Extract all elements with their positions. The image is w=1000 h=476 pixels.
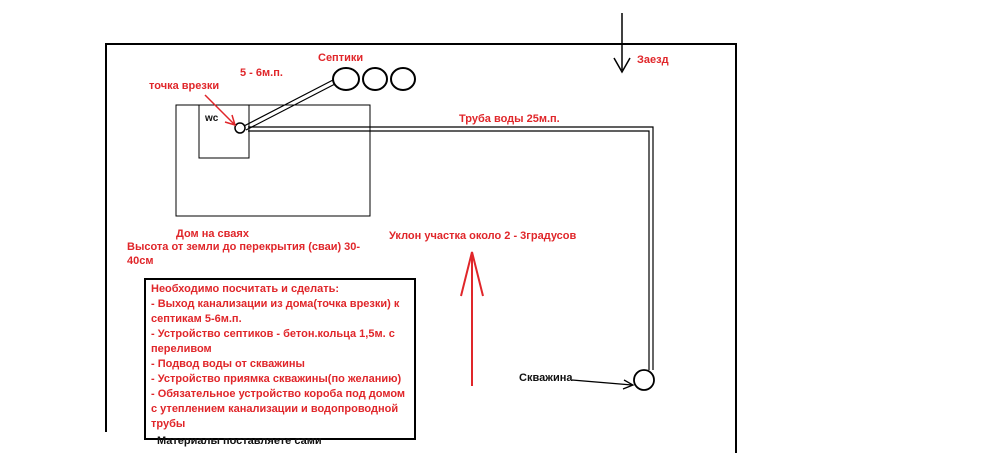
septic-length-label: 5 - 6м.п.	[240, 67, 283, 79]
well-label: Скважина	[519, 372, 573, 384]
house-outline	[175, 104, 371, 217]
requirements-box: Необходимо посчитать и сделать: - Выход …	[144, 278, 416, 447]
wc-label: wc	[205, 113, 219, 124]
tie-in-point-marker	[234, 122, 246, 134]
sewer-pipe-inner	[245, 83, 336, 131]
slope-label: Уклон участка около 2 - 3градусов	[389, 230, 577, 242]
entrance-arrowhead	[613, 57, 631, 74]
water-pipe-inner	[248, 130, 650, 370]
septic-tank-3	[390, 67, 416, 91]
tie-in-point-label: точка врезки	[149, 80, 220, 92]
requirement-item: - Обязательное устройство короба под дом…	[151, 388, 406, 430]
septic-tank-1	[332, 67, 360, 91]
entrance-label: Заезд	[637, 54, 669, 66]
requirement-item: - Устройство приямка скважины(по желанию…	[151, 373, 402, 385]
requirements-title: Необходимо посчитать и сделать:	[151, 283, 340, 295]
tie-in-pointer	[204, 94, 235, 125]
slope-arrowhead	[460, 251, 484, 297]
sewer-pipe	[243, 79, 334, 127]
well-pointer-head	[622, 379, 635, 390]
requirement-item: - Выход канализации из дома(точка врезки…	[151, 298, 400, 325]
water-pipe-outer	[248, 126, 654, 370]
septic-tanks-label: Септики	[318, 52, 364, 64]
well-pointer	[571, 379, 633, 386]
septic-tank-2	[362, 67, 388, 91]
water-pipe-label: Труба воды 25м.п.	[459, 113, 560, 125]
house-on-piles-label: Дом на сваях	[176, 228, 249, 240]
well-marker	[633, 369, 655, 391]
house-height-label: Высота от земли до перекрытия (сваи) 30-…	[127, 241, 361, 267]
tie-in-pointer-head	[224, 114, 237, 127]
materials-note: Материалы поставляете сами	[157, 435, 322, 447]
requirement-item: - Устройство септиков - бетон.кольца 1,5…	[151, 328, 395, 355]
plot-boundary	[105, 43, 737, 453]
requirements-list: - Выход канализации из дома(точка врезки…	[151, 297, 409, 432]
requirement-item: - Подвод воды от скважины	[151, 358, 305, 370]
